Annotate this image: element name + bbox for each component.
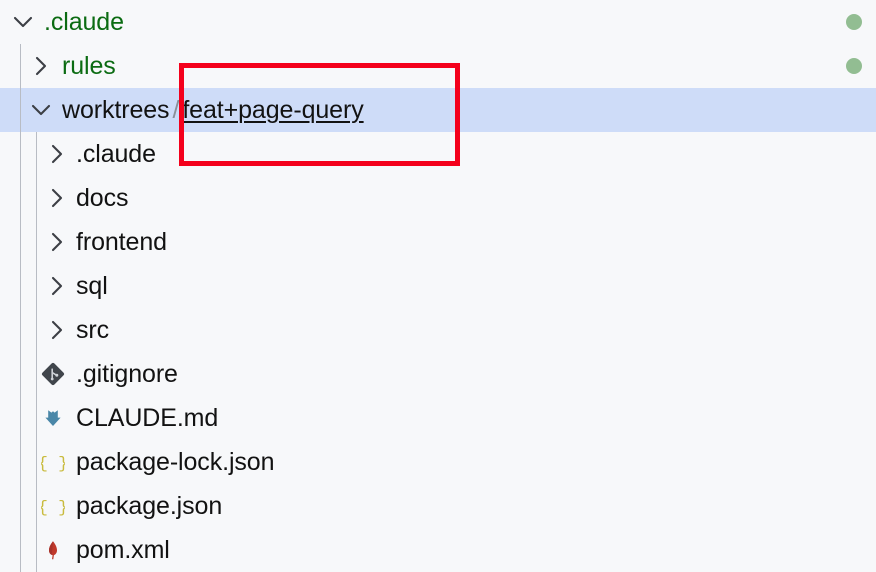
tree-row-label: pom.xml <box>76 536 170 564</box>
tree-row-docs[interactable]: docs <box>0 176 876 220</box>
indent-guide-level-1 <box>20 440 21 484</box>
indent-guide-level-2 <box>36 176 37 220</box>
maven-file-icon <box>40 537 66 563</box>
tree-row-pom-xml[interactable]: pom.xml <box>0 528 876 572</box>
tree-row-label: frontend <box>76 228 167 256</box>
chevron-right-icon[interactable] <box>44 273 70 299</box>
indent-guide-level-2 <box>36 264 37 308</box>
tree-row-label: sql <box>76 272 108 300</box>
chevron-down-icon[interactable] <box>10 9 36 35</box>
git-branch-name[interactable]: feat+page-query <box>182 96 364 124</box>
tree-row-rules[interactable]: rules <box>0 44 876 88</box>
markdown-file-icon <box>40 405 66 431</box>
chevron-right-icon[interactable] <box>44 185 70 211</box>
indent-guide-level-1 <box>20 264 21 308</box>
tree-row-claude-root[interactable]: .claude <box>0 0 876 44</box>
indent-guide-level-1 <box>20 528 21 572</box>
indent-guide-level-1 <box>20 308 21 352</box>
chevron-down-icon[interactable] <box>28 97 54 123</box>
indent-guide-level-2 <box>36 308 37 352</box>
git-file-icon <box>40 361 66 387</box>
status-dot-icon <box>846 14 862 30</box>
indent-guide-level-1 <box>20 88 21 132</box>
tree-row-label: .claude <box>44 8 124 36</box>
indent-guide-level-1 <box>20 44 21 88</box>
path-separator: / <box>172 96 180 124</box>
tree-row-label: .claude <box>76 140 156 168</box>
tree-row-label: src <box>76 316 110 344</box>
svg-text:{ }: { } <box>41 455 65 474</box>
tree-row-package-lock-json[interactable]: { } package-lock.json <box>0 440 876 484</box>
chevron-right-icon[interactable] <box>28 53 54 79</box>
tree-row-label: CLAUDE.md <box>76 404 219 432</box>
tree-row-frontend[interactable]: frontend <box>0 220 876 264</box>
tree-row-sql[interactable]: sql <box>0 264 876 308</box>
tree-row-package-json[interactable]: { } package.json <box>0 484 876 528</box>
tree-row-gitignore[interactable]: .gitignore <box>0 352 876 396</box>
tree-row-label: package-lock.json <box>76 448 275 476</box>
indent-guide-level-2 <box>36 484 37 528</box>
indent-guide-level-1 <box>20 484 21 528</box>
indent-guide-level-1 <box>20 220 21 264</box>
tree-row-claude-md[interactable]: CLAUDE.md <box>0 396 876 440</box>
tree-row-label: worktrees/feat+page-query <box>62 88 364 132</box>
chevron-right-icon[interactable] <box>44 229 70 255</box>
tree-row-worktrees[interactable]: worktrees/feat+page-query <box>0 88 876 132</box>
indent-guide-level-1 <box>20 176 21 220</box>
indent-guide-level-2 <box>36 528 37 572</box>
indent-guide-level-2 <box>36 220 37 264</box>
indent-guide-level-2 <box>36 396 37 440</box>
indent-guide-level-2 <box>36 352 37 396</box>
folder-name: worktrees <box>62 96 170 124</box>
indent-guide-level-1 <box>20 132 21 176</box>
tree-row-label: docs <box>76 184 129 212</box>
indent-guide-level-1 <box>20 352 21 396</box>
tree-row-claude-child[interactable]: .claude <box>0 132 876 176</box>
json-file-icon: { } <box>40 449 66 475</box>
indent-guide-level-1 <box>20 396 21 440</box>
status-dot-icon <box>846 58 862 74</box>
indent-guide-level-2 <box>36 440 37 484</box>
tree-row-label: .gitignore <box>76 360 178 388</box>
tree-row-label: package.json <box>76 492 223 520</box>
tree-row-src[interactable]: src <box>0 308 876 352</box>
indent-guide-level-2 <box>36 132 37 176</box>
json-file-icon: { } <box>40 493 66 519</box>
svg-text:{ }: { } <box>41 499 65 518</box>
chevron-right-icon[interactable] <box>44 141 70 167</box>
chevron-right-icon[interactable] <box>44 317 70 343</box>
tree-row-label: rules <box>62 52 116 80</box>
